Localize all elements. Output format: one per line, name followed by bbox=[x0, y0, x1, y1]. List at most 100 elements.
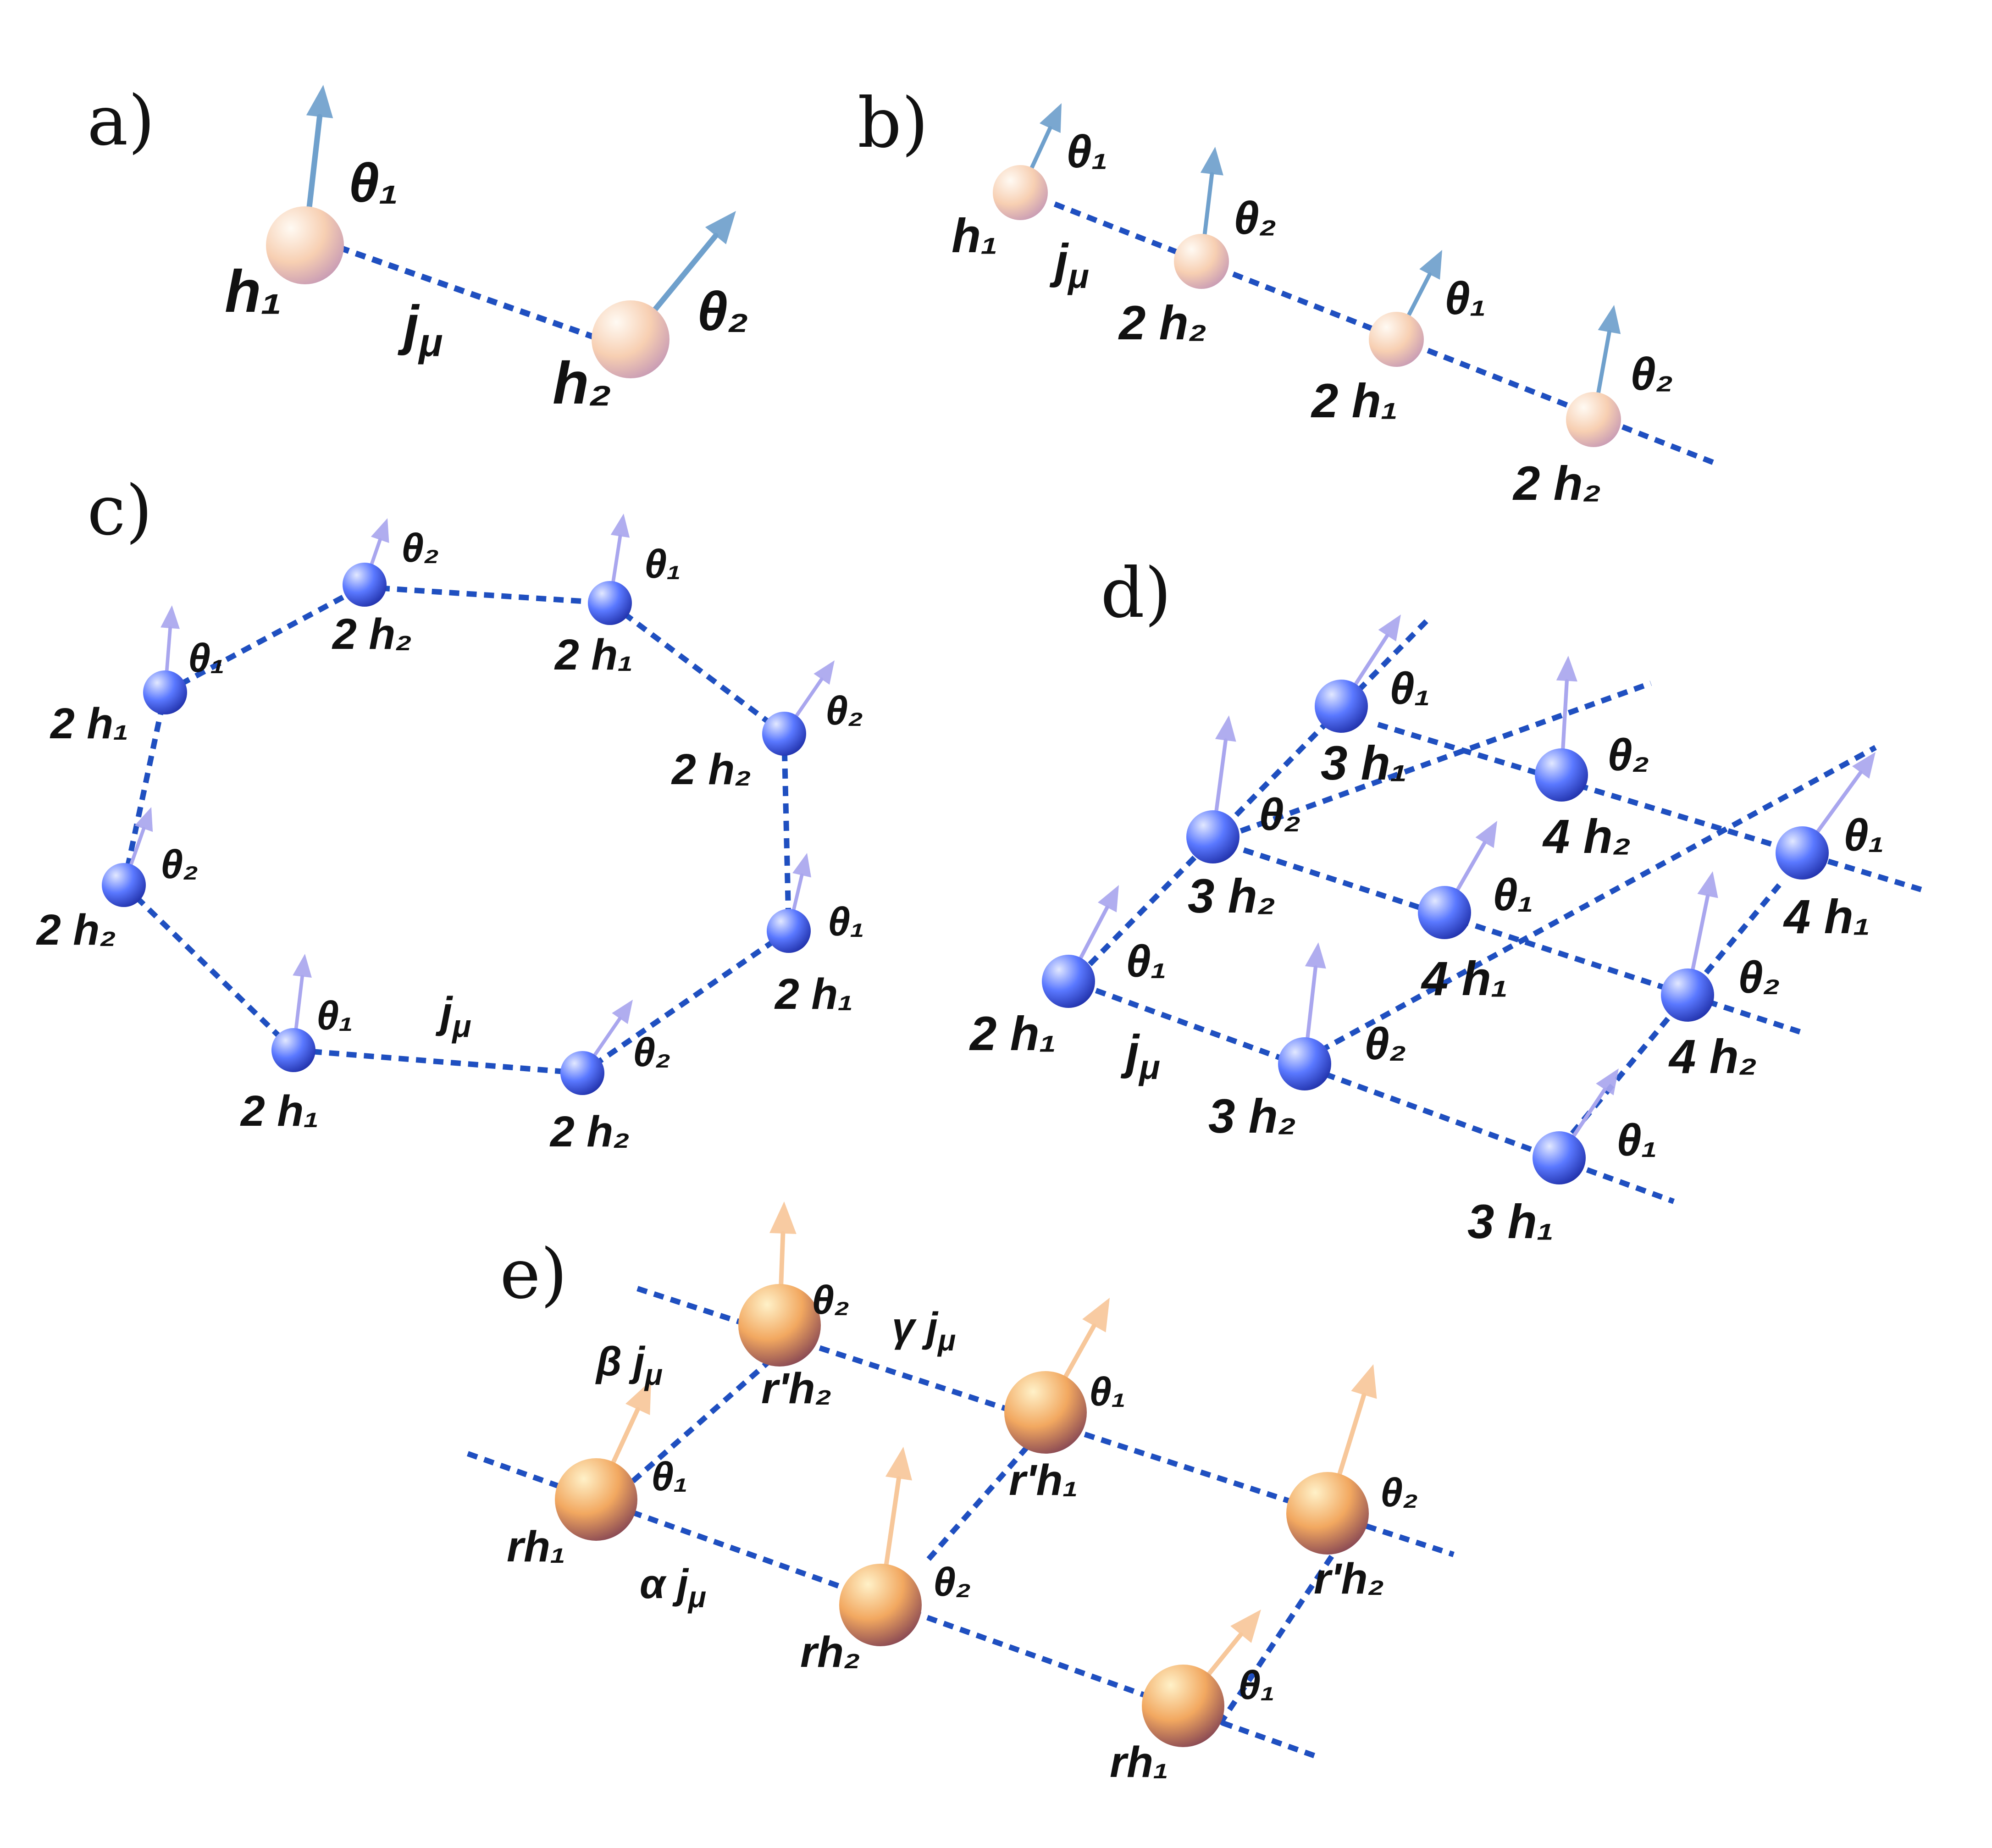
site-c-5-field-label: 2 h₁ bbox=[774, 970, 853, 1018]
site-d-6-sphere bbox=[1661, 968, 1714, 1022]
bond-label-e-3: α jμ bbox=[640, 1561, 706, 1614]
site-d-3-angle-label: θ₁ bbox=[1843, 810, 1884, 860]
site-d-2-sphere bbox=[1535, 748, 1588, 802]
bond-c-5 bbox=[581, 929, 791, 1075]
site-b-4-sphere bbox=[1566, 392, 1621, 447]
bond-label-a-1: jμ bbox=[398, 294, 443, 365]
site-e-3-sphere bbox=[1286, 1472, 1369, 1555]
site-d-4-angle-label: θ₂ bbox=[1259, 789, 1301, 840]
panel-label-c: c) bbox=[87, 471, 153, 551]
panel-label-b: b) bbox=[858, 83, 929, 163]
site-c-7-sphere bbox=[271, 1028, 315, 1072]
site-c-7-angle-label: θ₁ bbox=[316, 993, 353, 1038]
site-e-2-sphere bbox=[1004, 1371, 1087, 1454]
bond-d-2 bbox=[1223, 681, 1652, 840]
site-c-2-sphere bbox=[343, 563, 387, 607]
site-c-4-angle-label: θ₂ bbox=[825, 688, 863, 733]
site-d-4-sphere bbox=[1186, 810, 1239, 863]
site-c-1-field-label: 2 h₁ bbox=[50, 699, 129, 748]
site-b-3-field-label: 2 h₁ bbox=[1311, 374, 1398, 428]
site-c-5-sphere bbox=[767, 909, 811, 953]
bond-a-1 bbox=[338, 244, 602, 343]
site-e-1-field-label: r'h₂ bbox=[761, 1364, 832, 1413]
site-e-6-sphere bbox=[1142, 1665, 1224, 1747]
site-c-4-sphere bbox=[762, 712, 806, 756]
site-c-8-sphere bbox=[102, 863, 146, 907]
site-c-3-field-label: 2 h₁ bbox=[554, 631, 633, 679]
site-d-3-field-label: 4 h₁ bbox=[1783, 890, 1870, 944]
site-b-4-angle-label: θ₂ bbox=[1630, 349, 1673, 400]
site-d-5-field-label: 4 h₁ bbox=[1421, 952, 1508, 1006]
arrows-layer bbox=[122, 85, 1876, 1708]
site-e-5-field-label: rh₂ bbox=[800, 1628, 860, 1676]
site-c-8-angle-label: θ₂ bbox=[160, 841, 199, 887]
site-d-9-sphere bbox=[1533, 1131, 1586, 1184]
site-b-3-sphere bbox=[1369, 312, 1424, 367]
site-d-1-angle-label: θ₁ bbox=[1389, 663, 1430, 714]
site-d-6-angle-label: θ₂ bbox=[1738, 952, 1780, 1002]
bond-d-1 bbox=[1075, 617, 1431, 979]
site-d-4-field-label: 3 h₂ bbox=[1188, 869, 1276, 923]
site-d-1-sphere bbox=[1315, 680, 1368, 733]
site-e-4-angle-label: θ₁ bbox=[651, 1454, 688, 1499]
site-b-2-field-label: 2 h₂ bbox=[1118, 296, 1207, 350]
site-e-2-field-label: r'h₁ bbox=[1009, 1456, 1078, 1505]
bond-d-3 bbox=[1303, 745, 1877, 1062]
site-b-1-field-label: h₁ bbox=[952, 209, 998, 263]
bond-c-3 bbox=[608, 601, 786, 736]
site-e-5-angle-label: θ₂ bbox=[933, 1559, 971, 1605]
site-c-2-angle-label: θ₂ bbox=[401, 525, 439, 570]
site-b-2-sphere bbox=[1174, 234, 1229, 289]
site-b-2-angle-label: θ₂ bbox=[1234, 193, 1277, 244]
site-d-8-sphere bbox=[1278, 1037, 1331, 1090]
site-d-7-angle-label: θ₁ bbox=[1126, 936, 1167, 986]
bond-c-7 bbox=[122, 883, 296, 1052]
bonds-layer bbox=[121, 201, 1922, 1759]
bond-c-1 bbox=[164, 584, 364, 695]
site-a-2-field-label: h₂ bbox=[553, 349, 612, 416]
bond-label-e-2: β jμ bbox=[595, 1339, 663, 1391]
site-d-6-field-label: 4 h₂ bbox=[1668, 1030, 1757, 1084]
site-b-1-sphere bbox=[993, 165, 1048, 220]
site-d-9-field-label: 3 h₁ bbox=[1467, 1195, 1554, 1249]
site-a-2-angle-label: θ₂ bbox=[697, 281, 749, 342]
site-a-1-sphere bbox=[266, 206, 344, 284]
site-d-2-field-label: 4 h₂ bbox=[1542, 810, 1631, 863]
site-d-5-angle-label: θ₁ bbox=[1493, 869, 1533, 920]
site-d-1-field-label: 3 h₁ bbox=[1321, 736, 1407, 790]
panel-label-d: d) bbox=[1101, 553, 1172, 633]
site-d-9-angle-label: θ₁ bbox=[1616, 1115, 1657, 1165]
site-c-7-field-label: 2 h₁ bbox=[240, 1087, 319, 1135]
site-a-1-field-label: h₁ bbox=[225, 258, 282, 325]
site-c-6-angle-label: θ₂ bbox=[633, 1029, 671, 1075]
site-a-1-angle-label: θ₁ bbox=[349, 152, 398, 214]
site-c-3-angle-label: θ₁ bbox=[644, 541, 681, 586]
site-e-5-sphere bbox=[839, 1564, 922, 1646]
site-d-2-angle-label: θ₂ bbox=[1607, 730, 1649, 780]
site-c-8-field-label: 2 h₂ bbox=[36, 906, 116, 954]
bond-d-5 bbox=[1377, 722, 1922, 892]
site-d-8-field-label: 3 h₂ bbox=[1208, 1090, 1296, 1143]
site-d-7-sphere bbox=[1042, 955, 1095, 1008]
site-c-1-sphere bbox=[143, 670, 187, 714]
site-d-5-sphere bbox=[1418, 886, 1471, 939]
bond-c-8 bbox=[121, 692, 168, 886]
site-e-6-angle-label: θ₁ bbox=[1238, 1662, 1275, 1708]
bond-e-5 bbox=[1217, 1544, 1341, 1726]
site-e-1-angle-label: θ₂ bbox=[812, 1277, 850, 1322]
site-d-3-sphere bbox=[1776, 826, 1829, 880]
site-b-1-angle-label: θ₁ bbox=[1066, 126, 1108, 177]
panel-label-a: a) bbox=[87, 81, 155, 161]
site-c-6-field-label: 2 h₂ bbox=[549, 1107, 630, 1156]
bond-label-d-1: jμ bbox=[1120, 1025, 1160, 1087]
site-e-4-field-label: rh₁ bbox=[507, 1522, 565, 1571]
site-e-3-angle-label: θ₂ bbox=[1380, 1470, 1418, 1515]
site-d-8-angle-label: θ₂ bbox=[1364, 1018, 1406, 1069]
spheres-layer bbox=[102, 165, 1829, 1747]
site-a-2-sphere bbox=[592, 300, 670, 378]
site-e-2-angle-label: θ₁ bbox=[1089, 1369, 1126, 1414]
site-c-3-sphere bbox=[588, 581, 632, 625]
bond-d-6 bbox=[1210, 836, 1808, 1037]
bond-label-c-1: jμ bbox=[435, 988, 471, 1044]
